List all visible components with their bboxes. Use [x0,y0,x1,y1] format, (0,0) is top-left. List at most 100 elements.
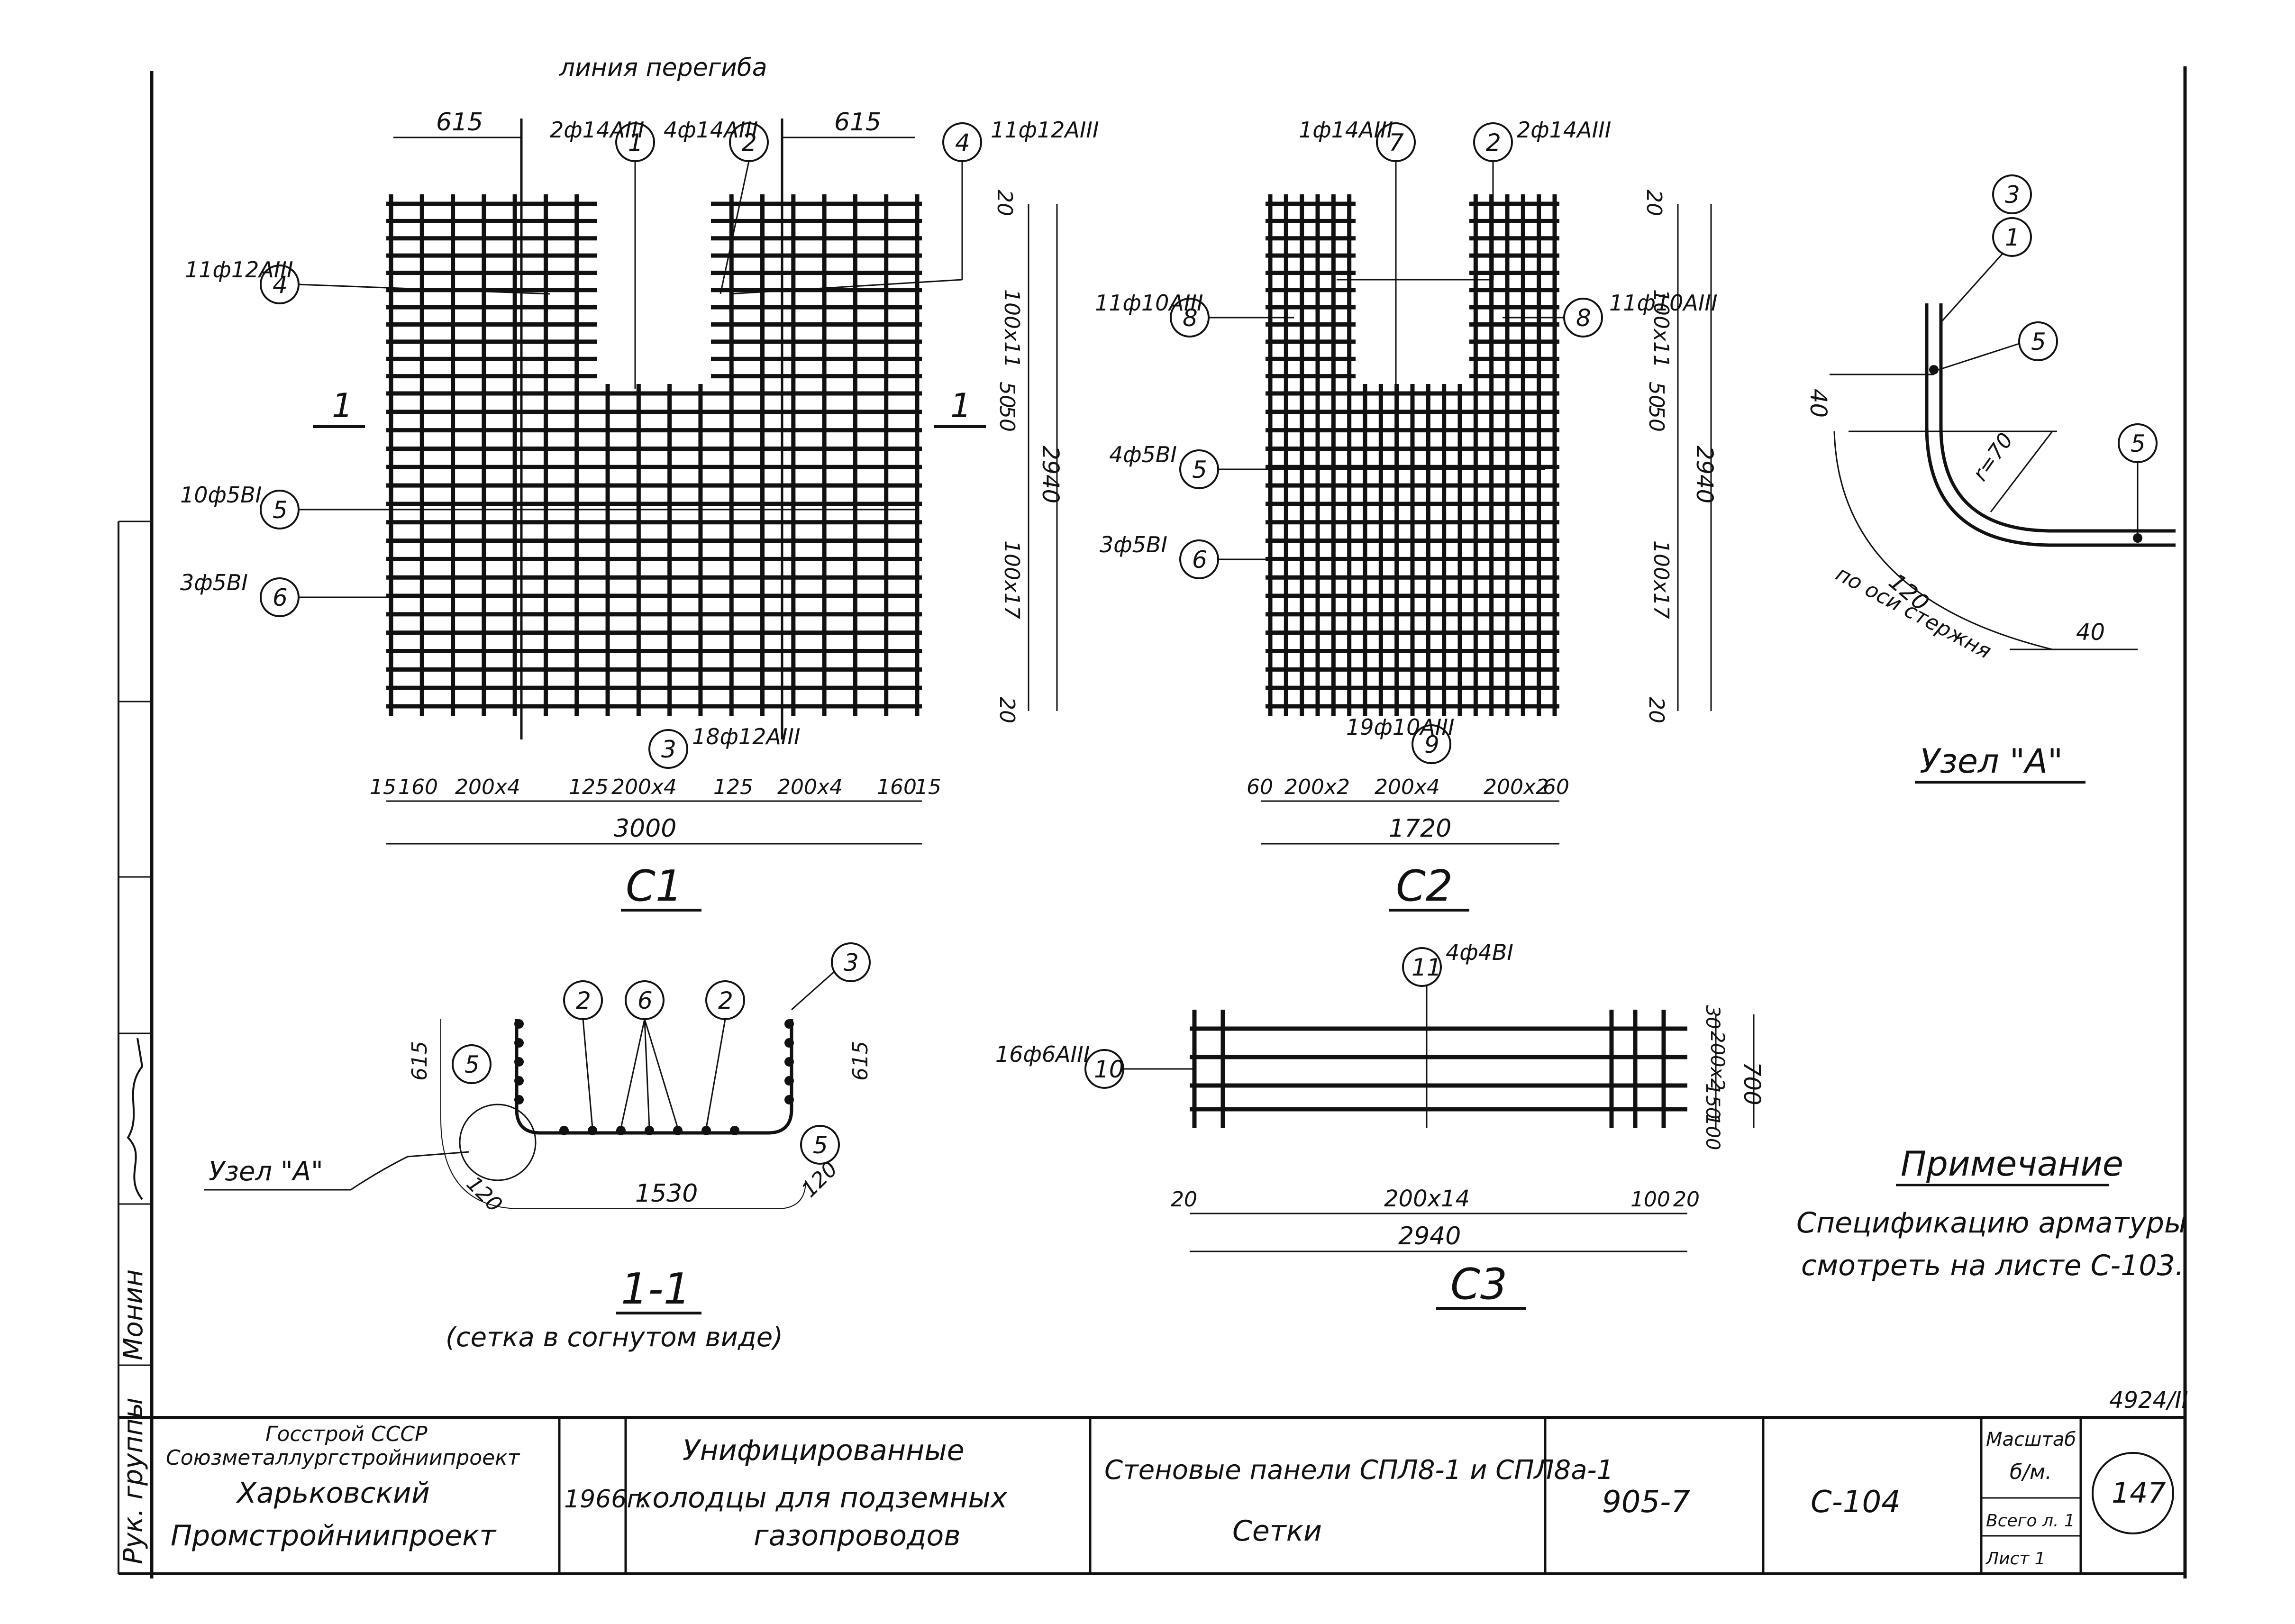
tb-page-number: 147 [2112,1477,2166,1510]
svg-text:9: 9 [1424,731,1439,758]
svg-text:4ф14АIII: 4ф14АIII [664,117,758,143]
svg-text:200x4: 200x4 [1375,775,1440,799]
svg-text:3000: 3000 [614,814,676,843]
svg-text:2940: 2940 [1037,446,1064,503]
c2-mark-2: 2 2ф14АIII [1337,117,1611,281]
node-a-axis-note: по оси стержня [1832,562,1995,664]
svg-text:100x17: 100x17 [1000,540,1024,619]
c1-dims-bottom: 15 160 200x4 125 200x4 125 200x4 160 15 … [370,775,941,843]
c1-mark-6: 6 3ф5ВI [180,570,635,617]
tb-archive-number: 4924/II [2109,1387,2188,1414]
c2-mark-7: 7 1ф14АIII [1299,117,1416,389]
s11-dim-615-right: 615 [848,1041,873,1081]
svg-text:30: 30 [1702,1005,1723,1029]
svg-text:200x2: 200x2 [1706,1031,1728,1090]
c3-dims-bottom: 20 200x14 100 20 2940 [1171,1186,1700,1250]
s11-dim-615-left: 615 [408,1041,432,1081]
svg-text:6: 6 [638,987,653,1014]
tb-scale-label: Масштаб [1986,1429,2076,1451]
tb-page-circle [2092,1452,2174,1534]
c1-mark-4-right: 4 11ф12АIII [729,117,1099,295]
svg-text:200x4: 200x4 [611,775,677,799]
svg-text:60: 60 [1247,775,1273,799]
svg-text:2ф14АIII: 2ф14АIII [1517,117,1611,143]
svg-text:19ф10АIII: 19ф10АIII [1346,714,1455,740]
s11-title: 1-1 [621,1264,691,1314]
svg-text:60: 60 [1543,775,1569,799]
svg-text:200x2: 200x2 [1484,775,1549,799]
svg-text:3ф5ВI: 3ф5ВI [1100,532,1167,557]
node-a-title: Узел "А" [1920,742,2063,781]
svg-text:100x17: 100x17 [1649,540,1673,619]
c1-mark-2: 2 4ф14АIII [664,117,769,294]
svg-text:11ф10АIII: 11ф10АIII [1609,290,1718,316]
svg-text:160: 160 [398,775,438,799]
svg-text:125: 125 [713,775,753,799]
svg-text:5: 5 [273,496,288,524]
c1-mark-5: 5 10ф5ВI [180,482,915,529]
svg-text:700: 700 [1739,1062,1765,1105]
tb-org-4: Промстройниипроект [171,1519,497,1552]
svg-text:2: 2 [1486,129,1501,156]
s11-dim-120-right: 120 [797,1157,842,1202]
mesh-c3: 11 4ф4ВI 10 16ф6АIII 30 200x2 150 100 70… [995,940,1765,1310]
tb-org-3: Харьковский [236,1477,430,1510]
svg-text:4: 4 [273,271,288,299]
c1-dim-top-right: 615 [834,108,881,137]
svg-text:2940: 2940 [1398,1222,1461,1250]
svg-text:20: 20 [1642,190,1666,216]
svg-text:125: 125 [569,775,609,799]
c3-mark-10: 10 16ф6АIII [995,1041,1194,1089]
svg-text:160: 160 [877,775,917,799]
tb-project-1: Унифицированные [683,1434,965,1467]
node-a-detail: 3 1 5 5 40 r=70 120 40 по оси стержня Уз… [1805,174,2176,784]
side-stamp-name: Монин [118,1269,149,1360]
mesh-c1: линия перегиба 615 615 1 2ф14АIII 2 4ф14… [180,54,1099,912]
node-a-dim-40-top: 40 [1805,389,1831,418]
c2-title: С2 [1396,861,1453,911]
svg-text:20: 20 [1673,1187,1700,1212]
svg-text:50: 50 [1644,382,1668,408]
s11-dim-120-left: 120 [462,1172,507,1217]
svg-text:20: 20 [1644,697,1668,723]
svg-text:3: 3 [844,949,859,976]
section-bar-dots [514,1019,794,1135]
c2-dims-right: 20 100x11 50 50 100x17 20 2940 [1642,190,1718,723]
svg-text:5: 5 [2031,328,2046,356]
svg-text:5: 5 [2131,430,2146,457]
svg-text:16ф6АIII: 16ф6АIII [995,1041,1090,1067]
node-a-mark-5-top: 5 [1938,321,2058,371]
c1-dim-top-left: 615 [436,108,483,137]
c1-mark-4-left: 4 11ф12АIII [185,257,550,304]
tb-sheet-title-1: Стеновые панели СПЛ8-1 и СПЛ8а-1 [1104,1455,1613,1486]
svg-text:5: 5 [813,1131,828,1159]
tb-year: 1966г. [564,1485,647,1514]
svg-text:20: 20 [1171,1187,1197,1212]
svg-text:2: 2 [576,987,591,1014]
node-a-mark-1: 1 [1940,217,2032,323]
c1-title: С1 [626,861,683,911]
c1-section-mark-right: 1 [934,386,986,428]
svg-text:3: 3 [2005,181,2020,209]
svg-text:1ф14АIII: 1ф14АIII [1299,117,1393,143]
svg-text:1: 1 [332,386,353,425]
side-stamp-role: Рук. группы [118,1397,149,1564]
svg-text:7: 7 [1389,129,1404,156]
svg-text:1720: 1720 [1389,814,1451,843]
svg-text:10ф5ВI: 10ф5ВI [180,482,262,508]
svg-text:6: 6 [273,584,288,611]
s11-node-a-label: Узел "А" [204,1151,470,1191]
svg-text:10: 10 [1094,1056,1124,1083]
svg-text:100x11: 100x11 [1649,289,1673,368]
svg-text:3ф5ВI: 3ф5ВI [180,570,248,595]
tb-sheet-code: С-104 [1811,1485,1901,1520]
tb-project-2: колодцы для подземных [635,1481,1008,1515]
svg-text:4ф5ВI: 4ф5ВI [1109,442,1177,467]
svg-text:100: 100 [1702,1114,1723,1150]
tb-org-2: Союзметаллургстройниипроект [166,1446,520,1470]
c1-section-mark-left: 1 [313,386,365,428]
tb-org-1: Госстрой СССР [265,1422,428,1446]
s11-subtitle: (сетка в согнутом виде) [446,1322,783,1353]
s11-mark-6: 6 [620,980,679,1129]
